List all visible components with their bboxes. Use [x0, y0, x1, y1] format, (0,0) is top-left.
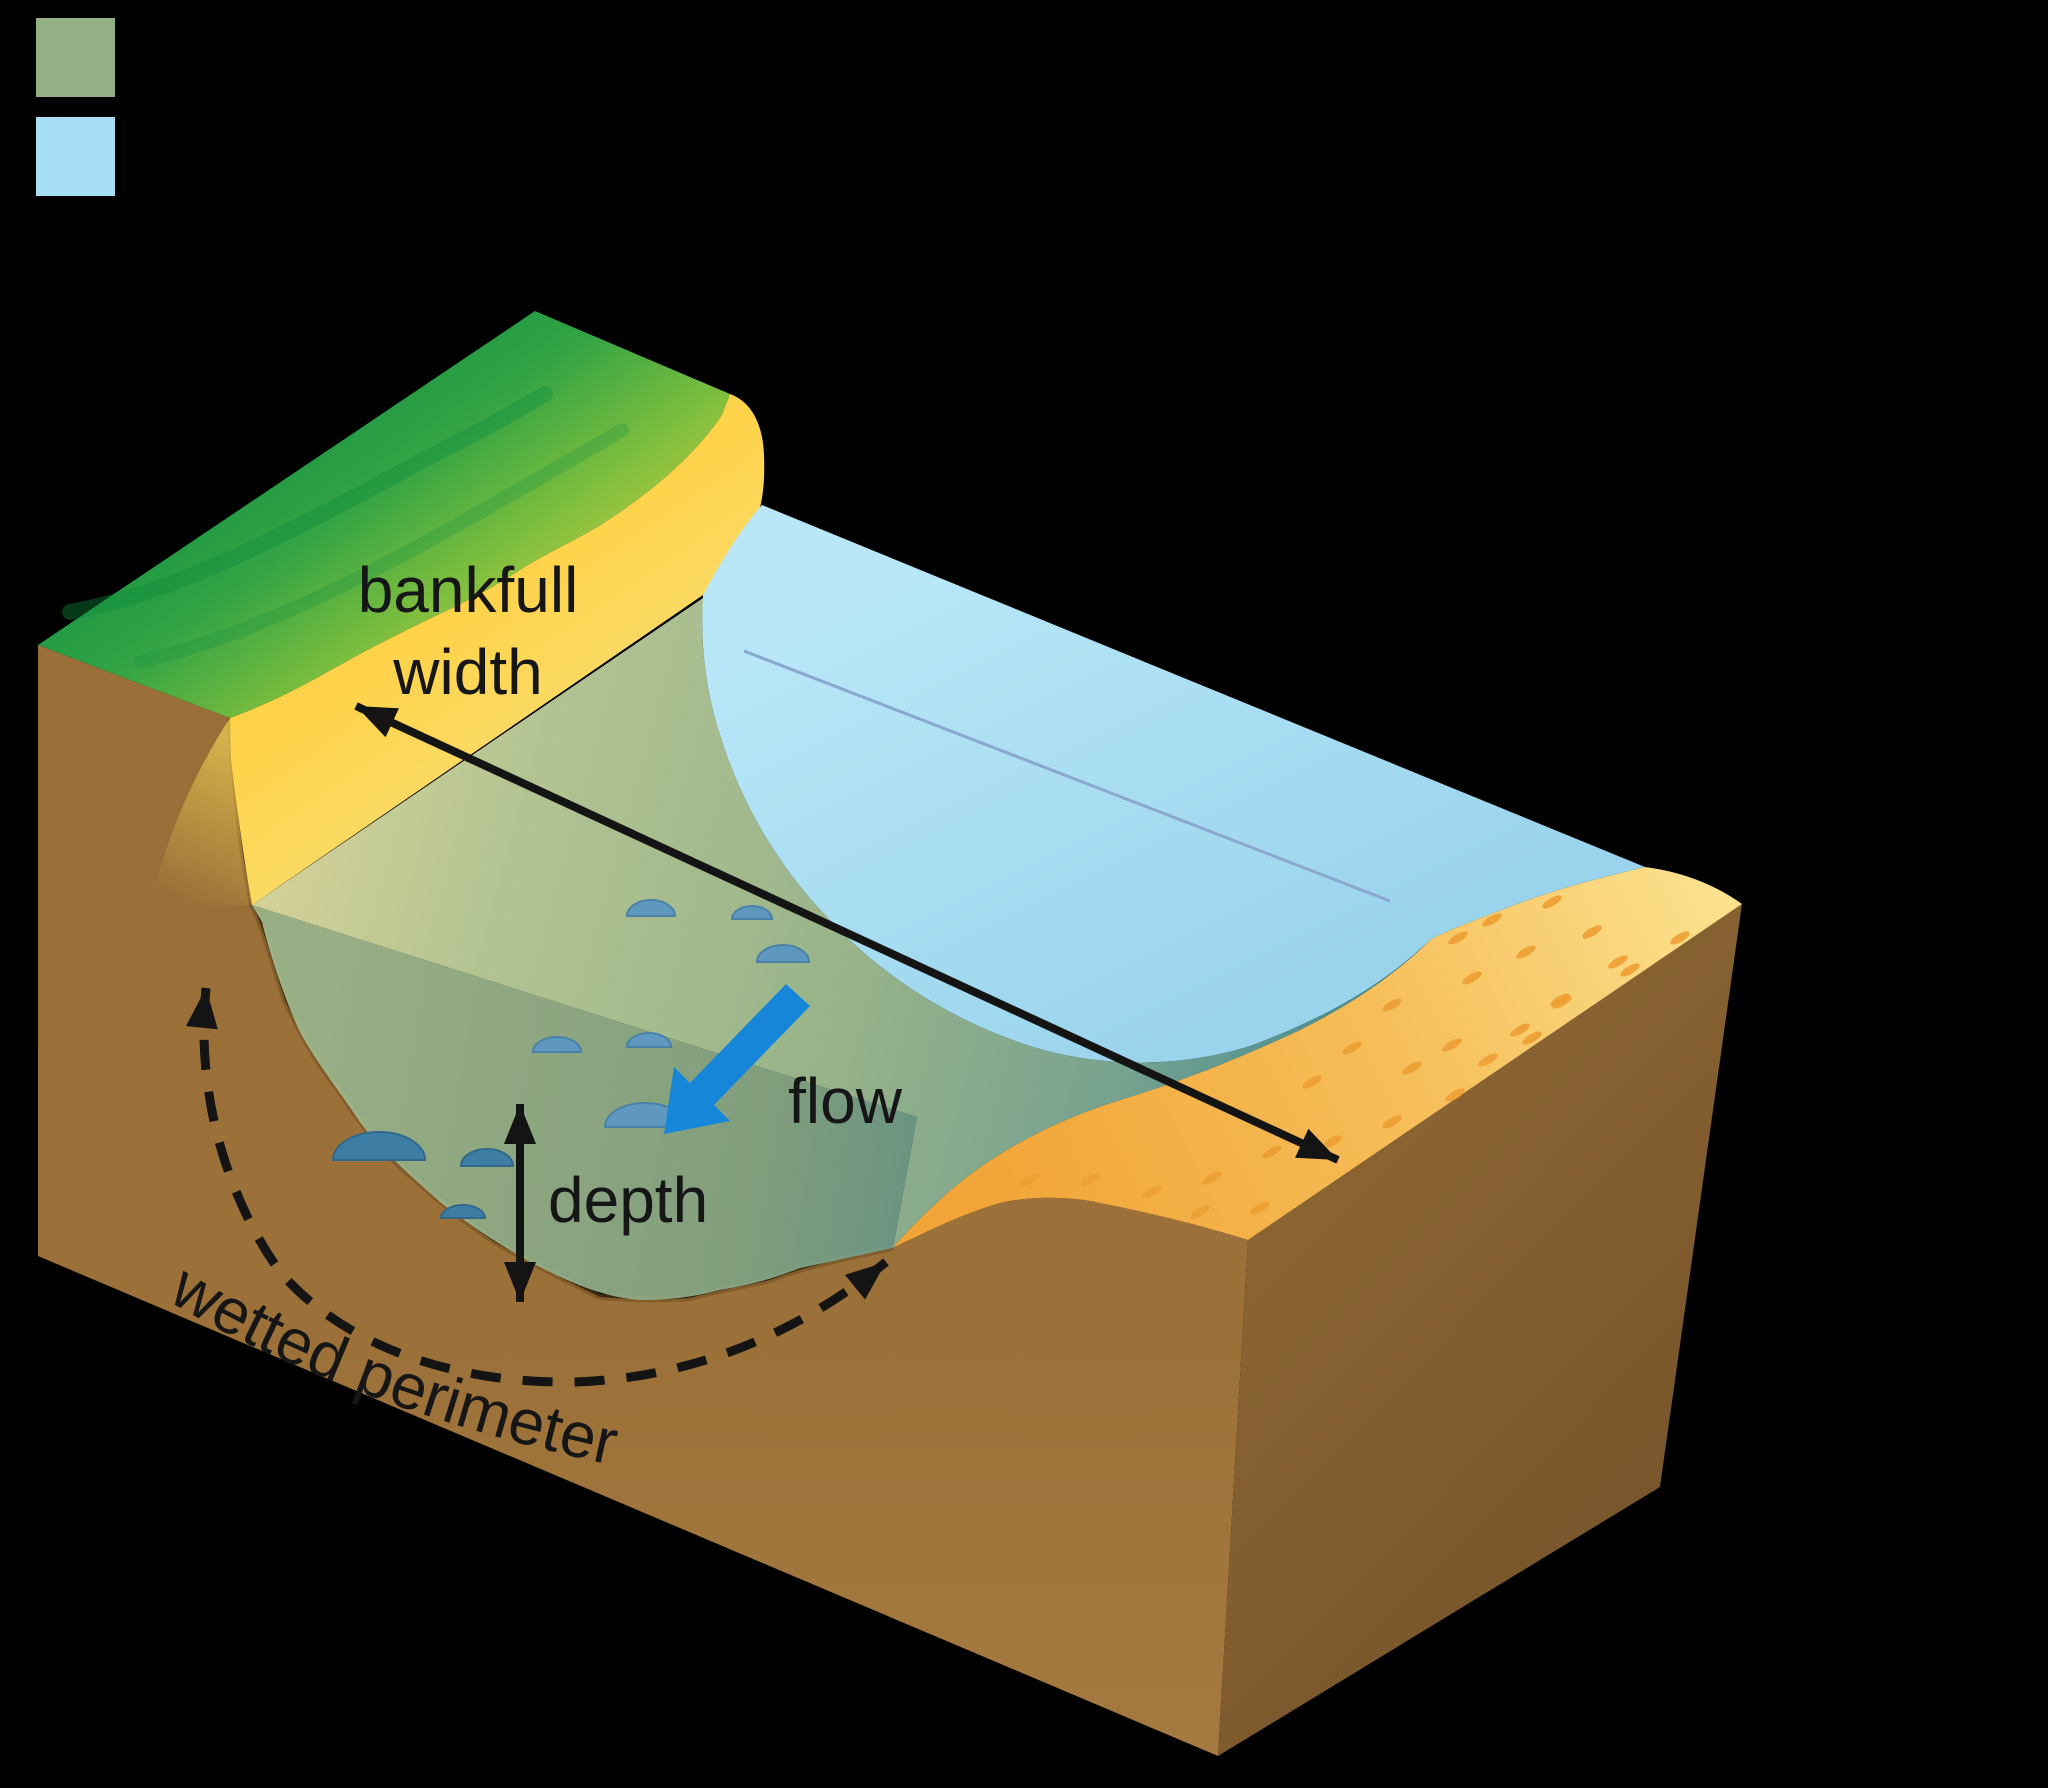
soil-front-face [38, 645, 1248, 1756]
grass-floodplain-surface [38, 311, 730, 718]
legend [36, 18, 115, 196]
bankfull-width-label-line2: width [392, 636, 542, 708]
wetted-perimeter-arrow-icon [185, 987, 889, 1387]
soil-right-face [1218, 904, 1742, 1756]
legend-floodplain-swatch [36, 18, 115, 97]
flow-label: flow [788, 1065, 903, 1137]
bankfull-width-label-line1: bankfull [358, 554, 579, 626]
grass-texture-streak [62, 386, 553, 620]
depth-label: depth [548, 1164, 708, 1236]
grass-texture-streak [133, 423, 629, 669]
bank-fade-front-face [150, 718, 252, 905]
bankfull-width-arrow-icon [354, 702, 1340, 1164]
legend-water-swatch [36, 117, 115, 196]
